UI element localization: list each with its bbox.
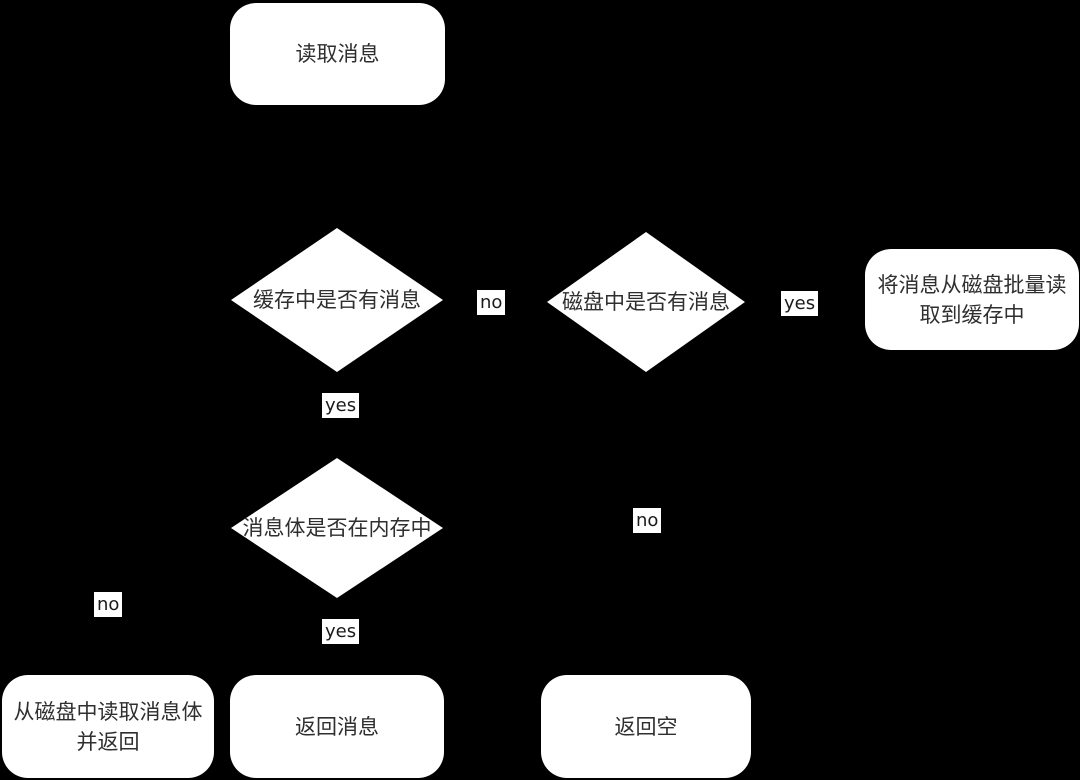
edge-label-memory-no: no (94, 592, 123, 617)
edge-label-memory-yes: yes (322, 619, 360, 644)
node-label: 返回消息 (295, 714, 379, 739)
node-label: 磁盘中是否有消息 (562, 290, 730, 314)
edge-label-disk-no: no (633, 508, 662, 533)
node-label: 消息体是否在内存中 (242, 516, 432, 540)
node-cache-has-message: 缓存中是否有消息 (231, 228, 443, 372)
node-label: 将消息从磁盘批量读取到缓存中 (877, 272, 1067, 327)
node-label: 从磁盘中读取消息体并返回 (13, 699, 203, 754)
node-read-message: 读取消息 (230, 3, 445, 105)
node-label: 返回空 (614, 714, 678, 739)
node-read-body-from-disk: 从磁盘中读取消息体并返回 (2, 675, 214, 778)
edge-label-cache-no: no (477, 290, 506, 315)
node-return-empty: 返回空 (541, 675, 751, 778)
node-body-in-memory: 消息体是否在内存中 (231, 458, 443, 598)
node-return-message: 返回消息 (230, 675, 444, 778)
node-label: 读取消息 (295, 42, 380, 66)
node-disk-has-message: 磁盘中是否有消息 (547, 232, 745, 372)
edge-label-cache-yes: yes (322, 393, 360, 418)
node-label: 缓存中是否有消息 (253, 288, 421, 312)
node-batch-read-to-cache: 将消息从磁盘批量读取到缓存中 (865, 249, 1079, 350)
edge-label-disk-yes: yes (781, 291, 819, 316)
